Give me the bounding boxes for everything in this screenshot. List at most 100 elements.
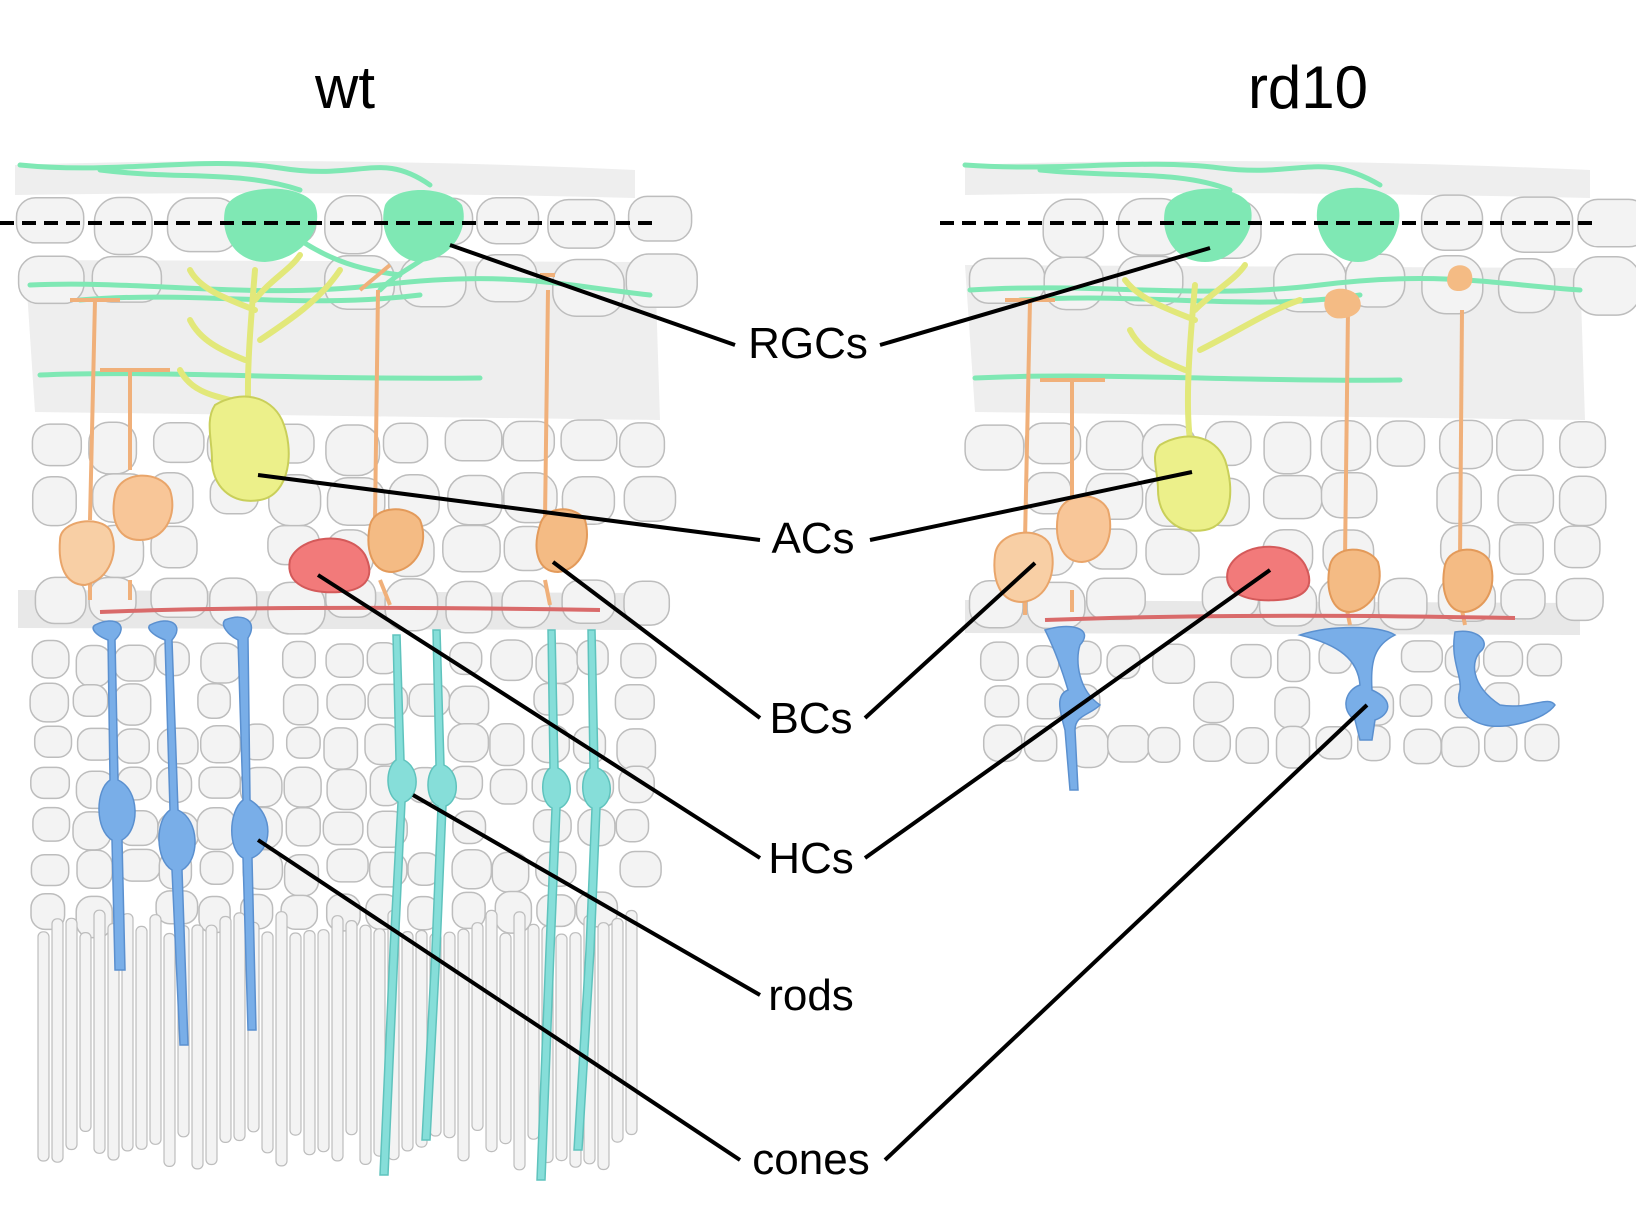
- outer-nuclear-nucleus: [617, 729, 655, 770]
- outer-segment: [346, 921, 357, 1135]
- outer-nuclear-nucleus: [327, 770, 366, 810]
- inner-nuclear-nucleus: [384, 423, 428, 463]
- outer-segment: [402, 932, 413, 1151]
- outer-segment: [626, 911, 637, 1135]
- outer-segment: [262, 932, 273, 1153]
- outer-nuclear-nucleus: [1108, 726, 1150, 762]
- outer-nuclear-nucleus: [284, 767, 321, 807]
- outer-nuclear-nucleus: [158, 728, 198, 763]
- outer-segment: [472, 923, 483, 1131]
- outer-nuclear-nucleus: [1231, 645, 1271, 678]
- outer-segment: [514, 912, 525, 1170]
- outer-nuclear-nucleus: [490, 770, 526, 805]
- outer-nuclear-nucleus: [491, 640, 532, 680]
- rd10-bc-cell: [1057, 496, 1110, 562]
- outer-segment: [612, 919, 623, 1143]
- leader-line-cone-rd10: [885, 705, 1367, 1160]
- outer-segment: [206, 925, 217, 1164]
- outer-segment: [220, 917, 231, 1143]
- outer-nuclear-nucleus: [323, 812, 363, 844]
- outer-nuclear-nucleus: [984, 725, 1022, 761]
- wt-ac-cell: [210, 397, 289, 501]
- inner-nuclear-nucleus: [326, 425, 380, 476]
- inner-nuclear-nucleus: [1264, 422, 1311, 473]
- outer-segment: [234, 913, 245, 1141]
- outer-nuclear-nucleus: [449, 686, 488, 724]
- outer-nuclear-nucleus: [1316, 727, 1351, 759]
- outer-nuclear-nucleus: [620, 852, 661, 887]
- outer-nuclear-nucleus: [287, 727, 320, 758]
- outer-segment: [304, 931, 315, 1155]
- outer-segment: [136, 926, 147, 1149]
- outer-nuclear-nucleus: [30, 683, 68, 722]
- outer-segment: [94, 910, 105, 1153]
- inner-nuclear-nucleus: [33, 477, 76, 526]
- outer-nuclear-nucleus: [326, 644, 363, 677]
- wt-panel: [15, 161, 697, 1180]
- outer-segment: [276, 912, 287, 1166]
- outer-nuclear-nucleus: [33, 808, 70, 842]
- inner-nuclear-nucleus: [561, 420, 617, 460]
- inner-nuclear-nucleus: [502, 581, 550, 628]
- outer-nuclear-nucleus: [197, 808, 236, 850]
- outer-nuclear-nucleus: [286, 808, 320, 846]
- inner-nuclear-nucleus: [1146, 529, 1199, 574]
- outer-nuclear-nucleus: [1194, 682, 1234, 722]
- outer-nuclear-nucleus: [1236, 728, 1268, 763]
- outer-segment: [164, 934, 175, 1167]
- inner-nuclear-nucleus: [1560, 476, 1606, 525]
- inner-nuclear-nucleus: [445, 420, 502, 461]
- outer-nuclear-nucleus: [35, 726, 72, 757]
- outer-nuclear-nucleus: [1442, 727, 1479, 766]
- outer-nuclear-nucleus: [73, 685, 107, 716]
- outer-nuclear-nucleus: [1485, 726, 1517, 762]
- cone-label: cones: [752, 1135, 869, 1184]
- rd10-ac-cell: [1155, 437, 1230, 531]
- inner-nuclear-nucleus: [32, 424, 81, 466]
- ganglion-nucleus: [477, 198, 539, 244]
- ganglion-nucleus: [19, 256, 84, 303]
- outer-nuclear-nucleus: [114, 645, 154, 681]
- ganglion-nucleus: [1043, 199, 1103, 258]
- outer-nuclear-nucleus: [448, 724, 488, 762]
- inner-nuclear-nucleus: [1498, 475, 1553, 523]
- outer-nuclear-nucleus: [1525, 725, 1559, 761]
- outer-segment: [52, 919, 63, 1162]
- outer-nuclear-nucleus: [1484, 642, 1523, 676]
- outer-nuclear-nucleus: [31, 767, 70, 798]
- outer-segment: [598, 923, 609, 1170]
- outer-nuclear-nucleus: [200, 852, 233, 885]
- outer-segment: [80, 933, 91, 1132]
- outer-nuclear-nucleus: [981, 642, 1019, 680]
- inner-nuclear-nucleus: [1560, 422, 1606, 468]
- ganglion-nucleus: [95, 198, 153, 255]
- rgc-label: RGCs: [748, 319, 868, 368]
- inner-nuclear-nucleus: [620, 423, 665, 467]
- outer-segment: [486, 910, 497, 1151]
- outer-nuclear-nucleus: [284, 685, 318, 725]
- outer-nuclear-nucleus: [76, 646, 111, 687]
- outer-nuclear-nucleus: [409, 684, 449, 716]
- inner-nuclear-nucleus: [624, 477, 675, 522]
- inner-nuclear-nucleus: [1379, 578, 1427, 629]
- inner-nuclear-nucleus: [1501, 580, 1545, 619]
- inner-nuclear-nucleus: [1087, 578, 1146, 619]
- outer-segment: [332, 916, 343, 1161]
- outer-nuclear-nucleus: [114, 684, 151, 725]
- outer-nuclear-nucleus: [31, 855, 68, 886]
- ganglion-nucleus: [1574, 257, 1636, 315]
- wt-rgc-cell: [383, 190, 464, 262]
- inner-nuclear-nucleus: [1087, 421, 1144, 469]
- outer-nuclear-nucleus: [495, 892, 531, 934]
- outer-nuclear-nucleus: [1404, 729, 1441, 763]
- outer-nuclear-nucleus: [283, 642, 316, 678]
- bc-label: BCs: [769, 694, 852, 743]
- outer-nuclear-nucleus: [1278, 640, 1310, 682]
- outer-nuclear-nucleus: [327, 849, 368, 882]
- rod-label: rods: [768, 971, 854, 1020]
- rd10-panel: [965, 161, 1636, 790]
- outer-nuclear-nucleus: [985, 686, 1019, 717]
- inner-nuclear-nucleus: [1377, 421, 1424, 466]
- outer-nuclear-nucleus: [615, 685, 654, 719]
- outer-nuclear-nucleus: [1275, 687, 1310, 728]
